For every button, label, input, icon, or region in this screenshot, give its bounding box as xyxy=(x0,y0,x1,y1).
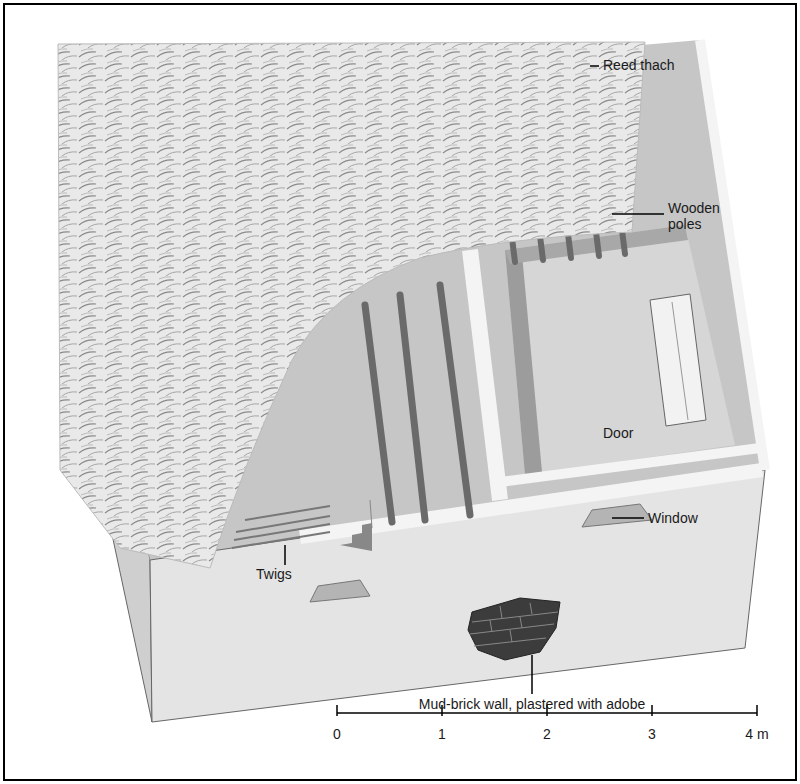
part-label: Wooden poles xyxy=(668,200,738,232)
scale-number: 2 xyxy=(543,726,551,742)
scale-number: 1 xyxy=(438,726,446,742)
scale-number: 4 m xyxy=(745,726,768,742)
part-label: Door xyxy=(603,425,633,441)
scale-number: 3 xyxy=(648,726,656,742)
part-label: Reed thach xyxy=(603,57,675,73)
part-label: Twigs xyxy=(256,566,292,582)
part-label: Mud-brick wall, plastered with adobe xyxy=(419,696,645,712)
part-label: Window xyxy=(648,510,698,526)
scale-number: 0 xyxy=(333,726,341,742)
